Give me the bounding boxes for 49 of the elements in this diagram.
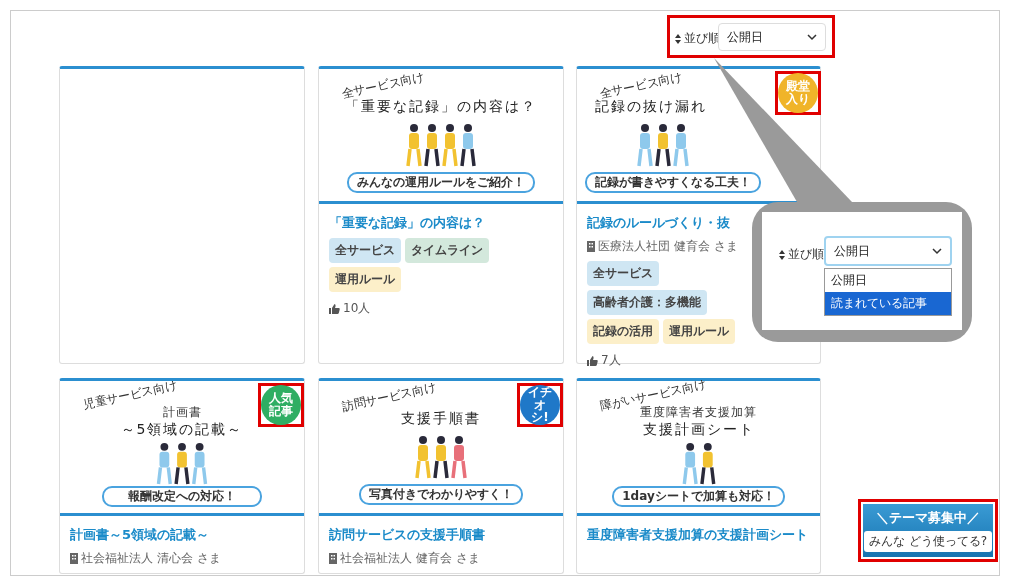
category-tag: タイムライン [405, 238, 489, 263]
badge-text: 人気記事 [269, 392, 293, 418]
dropdown-option: 読まれている記事 [825, 292, 951, 315]
thumbnail-heading: 支援計画シート [642, 421, 755, 439]
callout-pointer [714, 58, 852, 202]
thumbnail-heading: 支援手順書 [401, 410, 481, 428]
organization-name: 医療法人社団 健育会 さま [598, 238, 738, 255]
article-card [59, 378, 305, 574]
thumbnail-heading: 計画書 [162, 404, 202, 421]
category-tag: 全サービス [329, 238, 401, 263]
callout-bubble [752, 202, 972, 342]
thumbnail-heading: 重度障害者支援加算 [640, 404, 757, 421]
badge-text: 殿堂 [786, 80, 810, 93]
dropdown-option: 公開日 [825, 269, 951, 292]
like-count: 7人 [601, 352, 621, 369]
select-field: 公開日 [824, 236, 952, 266]
article-title: 記録のルールづくり・抜 [587, 214, 731, 232]
banner-button: みんな どう使ってる? [864, 531, 992, 552]
thumbnail-heading: 「重要な記録」の内容は？ [345, 98, 537, 116]
article-card [318, 378, 564, 574]
category-tag: 高齢者介護：多機能 [587, 290, 707, 315]
category-tag: 運用ルール [329, 267, 401, 292]
thumbnail-caption: 1dayシートで加算も対応！ [612, 486, 785, 507]
badge-text: イチオシ! [528, 386, 552, 424]
thumbnail-caption: 報酬改定への対応！ [102, 486, 262, 507]
organization-name: 社会福祉法人 清心会 さま [81, 550, 221, 567]
thumbnail-tagline: 全サービス向け [598, 68, 684, 101]
article-title: 重度障害者支援加算の支援計画シート [587, 526, 809, 544]
banner-title: ＼テーマ募集中／ [876, 509, 980, 527]
article-card [576, 378, 821, 574]
thumbnail-heading: 記録の抜け漏れ [595, 98, 707, 116]
category-tag: 全サービス [587, 261, 659, 286]
thumbnail-caption: 写真付きでわかりやすく！ [359, 484, 523, 505]
category-tag: 記録の活用 [587, 319, 659, 344]
like-count: 10人 [343, 300, 371, 317]
article-title: 訪問サービスの支援手順書 [329, 526, 486, 544]
article-card [59, 66, 305, 364]
highlight-frame [667, 15, 835, 58]
thumbnail-heading: ～5領域の記載～ [120, 421, 244, 439]
article-title: 計画書～5領域の記載～ [70, 526, 211, 544]
sort-label: 並び順 [788, 246, 824, 263]
badge-text: 入り [786, 93, 810, 106]
article-card [318, 66, 564, 364]
thumbnail-caption: 記録が書きやすくなる工夫！ [585, 172, 761, 193]
category-tag: 運用ルール [663, 319, 735, 344]
thumbnail-caption: みんなの運用ルールをご紹介！ [347, 172, 535, 193]
select-field: 公開日 [718, 23, 826, 51]
organization-name: 社会福祉法人 健育会 さま [340, 550, 480, 567]
article-title: 「重要な記録」の内容は？ [329, 214, 486, 232]
